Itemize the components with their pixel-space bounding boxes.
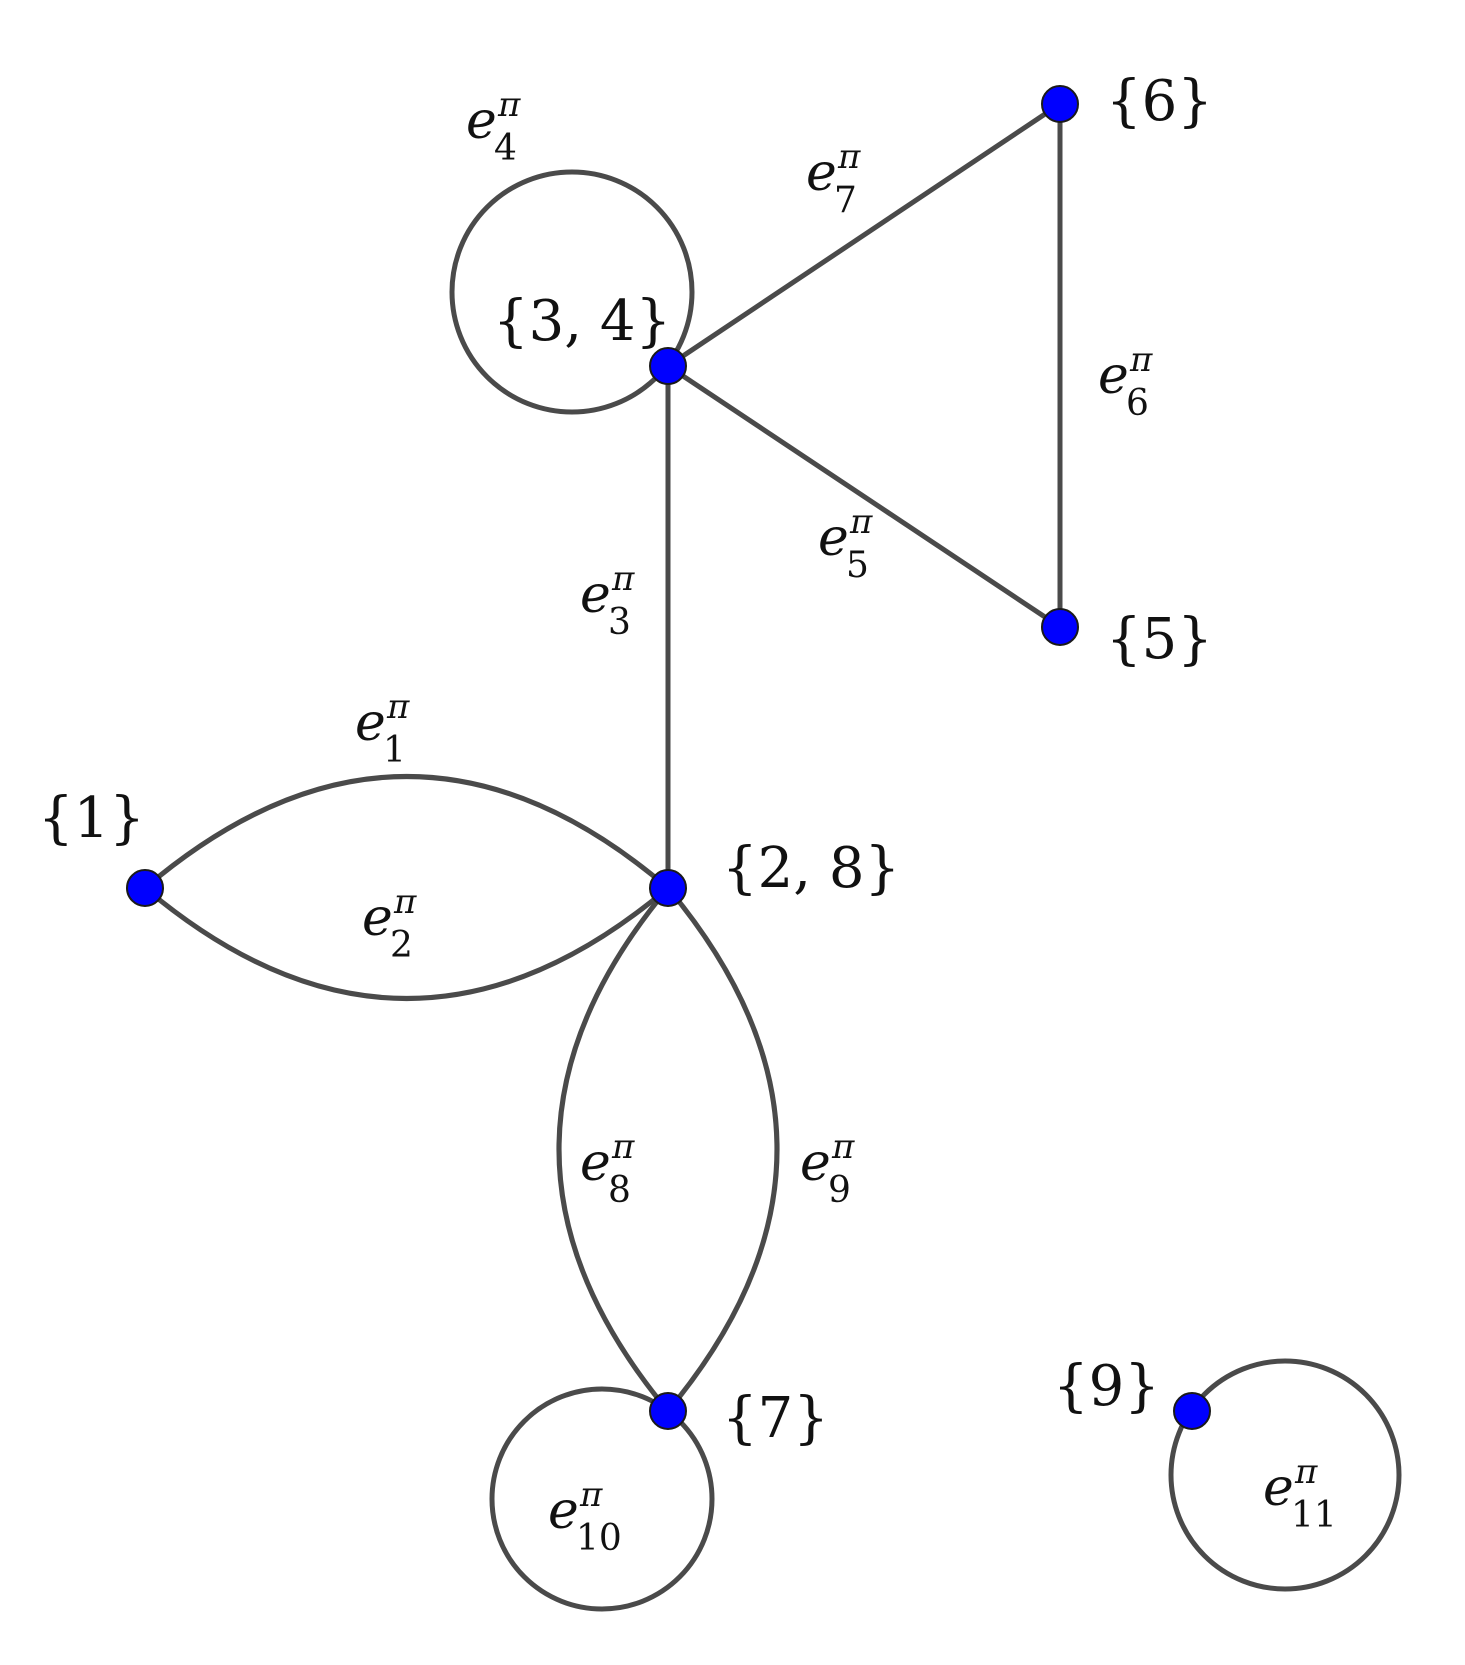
svg-text:4: 4 xyxy=(494,128,517,169)
edge-label-e2: e π 2 xyxy=(362,882,417,966)
svg-text:π: π xyxy=(831,1127,855,1167)
edge-label-e5: e π 5 xyxy=(818,502,873,586)
svg-text:e: e xyxy=(800,1133,831,1193)
edge-label-e4: e π 4 xyxy=(466,85,521,169)
svg-text:10: 10 xyxy=(576,1518,622,1559)
svg-text:π: π xyxy=(611,559,635,599)
svg-text:5: 5 xyxy=(846,545,869,586)
edge-e9 xyxy=(666,886,780,1413)
edge-e5 xyxy=(666,363,1062,630)
vertex-5 xyxy=(1041,608,1079,646)
svg-text:2: 2 xyxy=(390,925,413,966)
edge-e4-loop xyxy=(449,169,695,415)
vertex-label-9: {9} xyxy=(1053,1354,1160,1419)
vertex-label-7: {7} xyxy=(722,1386,829,1451)
vertex-1 xyxy=(126,869,164,907)
svg-text:e: e xyxy=(580,565,611,625)
svg-text:e: e xyxy=(1098,346,1129,406)
edge-e1 xyxy=(143,774,670,890)
svg-text:e: e xyxy=(466,91,497,151)
svg-text:π: π xyxy=(579,1475,603,1515)
svg-text:e: e xyxy=(355,693,386,753)
edge-e7 xyxy=(666,101,1062,369)
edge-e10-loop xyxy=(489,1386,715,1612)
vertex-label-5: {5} xyxy=(1106,607,1213,672)
edge-label-e10: e π 10 xyxy=(548,1475,622,1559)
vertex-3-4 xyxy=(649,347,687,385)
edge-label-e3: e π 3 xyxy=(580,559,635,643)
edge-label-e11: e π 11 xyxy=(1263,1452,1337,1536)
svg-text:π: π xyxy=(849,502,873,542)
svg-text:7: 7 xyxy=(834,180,857,221)
edge-e2 xyxy=(143,886,670,1001)
edge-label-e1: e π 1 xyxy=(355,687,410,771)
svg-text:π: π xyxy=(837,137,861,177)
vertex-label-2-8: {2, 8} xyxy=(722,836,900,901)
svg-text:11: 11 xyxy=(1291,1495,1337,1536)
svg-text:π: π xyxy=(611,1127,635,1167)
vertex-7 xyxy=(649,1392,687,1430)
svg-text:3: 3 xyxy=(608,602,631,643)
svg-text:π: π xyxy=(393,882,417,922)
svg-text:9: 9 xyxy=(828,1170,851,1211)
vertex-2-8 xyxy=(649,869,687,907)
svg-text:π: π xyxy=(497,85,521,125)
svg-text:e: e xyxy=(548,1481,579,1541)
edge-e8 xyxy=(556,886,670,1413)
svg-text:e: e xyxy=(1263,1458,1294,1518)
svg-text:π: π xyxy=(1129,340,1153,380)
vertex-label-3-4: {3, 4} xyxy=(493,289,671,354)
svg-text:1: 1 xyxy=(383,730,406,771)
edge-label-e8: e π 8 xyxy=(580,1127,635,1211)
vertex-6 xyxy=(1041,85,1079,123)
svg-text:π: π xyxy=(1294,1452,1318,1492)
vertex-9 xyxy=(1173,1392,1211,1430)
svg-text:e: e xyxy=(580,1133,611,1193)
vertex-label-6: {6} xyxy=(1106,69,1213,134)
edge-label-e7: e π 7 xyxy=(806,137,861,221)
svg-text:e: e xyxy=(806,143,837,203)
svg-text:8: 8 xyxy=(608,1170,631,1211)
edge-label-e9: e π 9 xyxy=(800,1127,855,1211)
edge-label-e6: e π 6 xyxy=(1098,340,1153,424)
vertex-label-1: {1} xyxy=(38,786,145,851)
edge-e11-loop xyxy=(1168,1358,1402,1592)
svg-text:e: e xyxy=(818,508,849,568)
svg-text:6: 6 xyxy=(1126,383,1149,424)
svg-text:e: e xyxy=(362,888,393,948)
svg-text:π: π xyxy=(386,687,410,727)
